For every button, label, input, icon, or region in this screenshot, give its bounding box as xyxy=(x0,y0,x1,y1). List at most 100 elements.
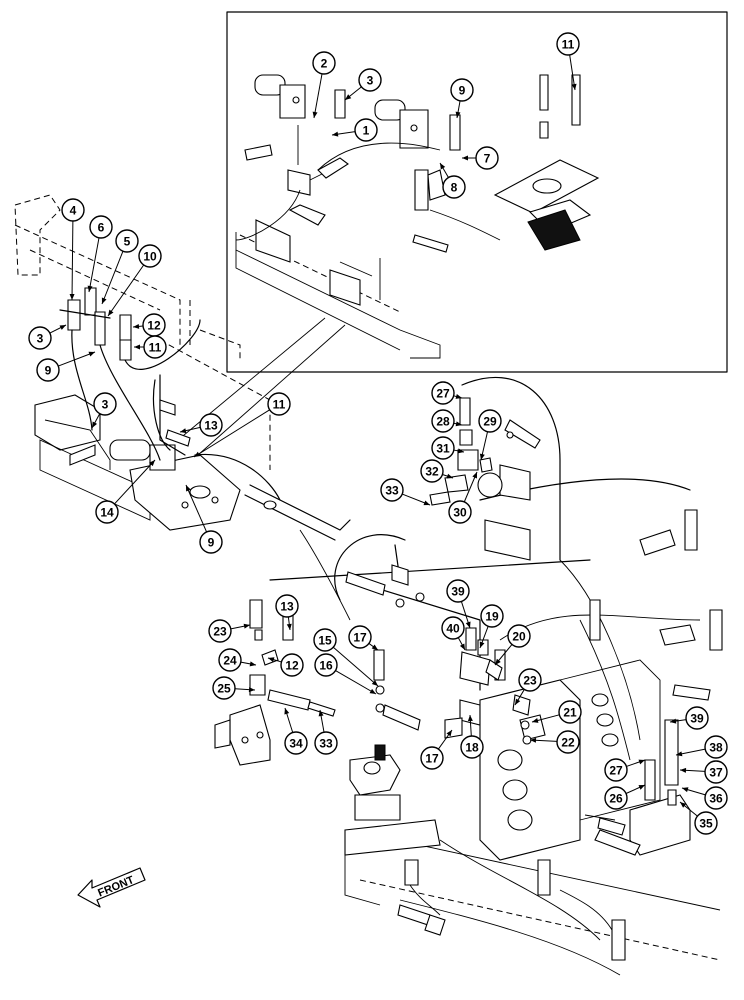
callout-number: 21 xyxy=(563,706,577,720)
callout-number: 38 xyxy=(709,741,723,755)
callout-39: 39 xyxy=(669,706,709,730)
callout-arrowhead xyxy=(446,730,452,737)
callout-38: 38 xyxy=(675,735,728,759)
callout-arrowhead xyxy=(332,131,339,137)
callout-10: 10 xyxy=(107,244,162,317)
callout-circle xyxy=(354,118,378,142)
callout-24: 24 xyxy=(218,648,257,672)
callout-circle xyxy=(36,358,60,382)
callout-18: 18 xyxy=(460,714,484,759)
callout-arrowhead xyxy=(638,759,645,765)
callout-circle xyxy=(312,51,336,75)
callout-arrowhead xyxy=(345,94,352,100)
callout-number: 9 xyxy=(45,364,52,378)
callout-leader-line xyxy=(193,409,270,458)
callout-circle xyxy=(507,624,531,648)
callout-leader-line xyxy=(58,351,96,367)
callout-17: 17 xyxy=(348,625,379,651)
callout-leader-line xyxy=(114,459,156,505)
callout-number: 1 xyxy=(363,124,370,138)
callout-9: 9 xyxy=(450,78,474,119)
callout-number: 8 xyxy=(451,181,458,195)
callout-arrowhead xyxy=(108,309,114,316)
callout-arrowhead xyxy=(194,451,201,457)
callout-arrowhead xyxy=(440,163,446,170)
callout-5: 5 xyxy=(101,229,139,305)
callout-number: 27 xyxy=(436,387,450,401)
callout-circle xyxy=(199,530,223,554)
callout-number: 22 xyxy=(561,736,575,750)
callout-circle xyxy=(480,604,504,628)
callout-number: 11 xyxy=(562,38,575,52)
callout-circle xyxy=(478,409,502,433)
callout-circle xyxy=(420,459,444,483)
callout-leader-line xyxy=(313,73,323,119)
callout-arrowhead xyxy=(472,472,477,479)
callout-circle xyxy=(284,731,308,755)
callout-number: 12 xyxy=(285,659,299,673)
callout-number: 3 xyxy=(367,74,374,88)
callout-39: 39 xyxy=(446,579,471,629)
callout-14: 14 xyxy=(95,459,156,524)
callout-circle xyxy=(280,653,304,677)
callout-circle xyxy=(448,500,472,524)
callout-number: 27 xyxy=(609,764,623,778)
callout-number: 16 xyxy=(319,659,333,673)
callout-7: 7 xyxy=(462,146,499,170)
callout-circle xyxy=(556,32,580,56)
callout-circle xyxy=(704,786,728,810)
callout-9: 9 xyxy=(36,351,96,382)
callout-arrowhead xyxy=(571,83,577,90)
callout-number: 15 xyxy=(318,634,332,648)
callout-leader-line xyxy=(332,646,379,687)
callout-circle xyxy=(89,215,113,239)
callout-circle xyxy=(138,244,162,268)
callout-number: 7 xyxy=(484,152,491,166)
callout-21: 21 xyxy=(531,700,582,724)
callout-number: 40 xyxy=(446,622,460,636)
callout-25: 25 xyxy=(212,676,256,700)
callout-arrowhead xyxy=(515,698,521,705)
callout-arrowhead xyxy=(371,644,378,650)
callout-arrowhead xyxy=(248,687,255,693)
callout-arrowhead xyxy=(446,473,453,479)
callout-circle xyxy=(93,392,117,416)
callout-arrowhead xyxy=(423,500,430,506)
left-assembly xyxy=(14,194,351,541)
callout-34: 34 xyxy=(284,707,308,755)
callout-number: 3 xyxy=(37,332,44,346)
callout-number: 12 xyxy=(147,319,161,333)
callout-17: 17 xyxy=(420,729,453,770)
callout-circle xyxy=(685,706,709,730)
callout-circle xyxy=(314,731,338,755)
callout-arrowhead xyxy=(249,661,256,667)
callout-number: 6 xyxy=(98,221,105,235)
callout-number: 28 xyxy=(436,415,450,429)
callout-circle xyxy=(61,198,85,222)
callout-35: 35 xyxy=(679,801,718,835)
right-assembly xyxy=(214,376,723,976)
callout-arrowhead xyxy=(670,718,677,724)
callout-arrowhead xyxy=(133,323,140,329)
callout-3: 3 xyxy=(91,392,117,429)
callout-40: 40 xyxy=(441,616,466,651)
callout-13: 13 xyxy=(179,413,223,437)
callout-leader-line xyxy=(335,670,377,695)
callout-circle xyxy=(518,668,542,692)
callout-arrowhead xyxy=(459,643,465,650)
callout-36: 36 xyxy=(681,786,728,810)
callout-arrowhead xyxy=(455,111,461,118)
callout-arrowhead xyxy=(680,767,687,773)
callout-circle xyxy=(442,175,466,199)
callout-arrowhead xyxy=(286,623,292,630)
callout-number: 35 xyxy=(699,817,713,831)
callout-circle xyxy=(704,735,728,759)
callout-circle xyxy=(460,735,484,759)
callout-6: 6 xyxy=(87,215,113,293)
callout-arrowhead xyxy=(682,787,689,793)
callout-2: 2 xyxy=(312,51,336,119)
callout-number: 39 xyxy=(451,585,465,599)
callout-leader-line xyxy=(88,237,100,293)
